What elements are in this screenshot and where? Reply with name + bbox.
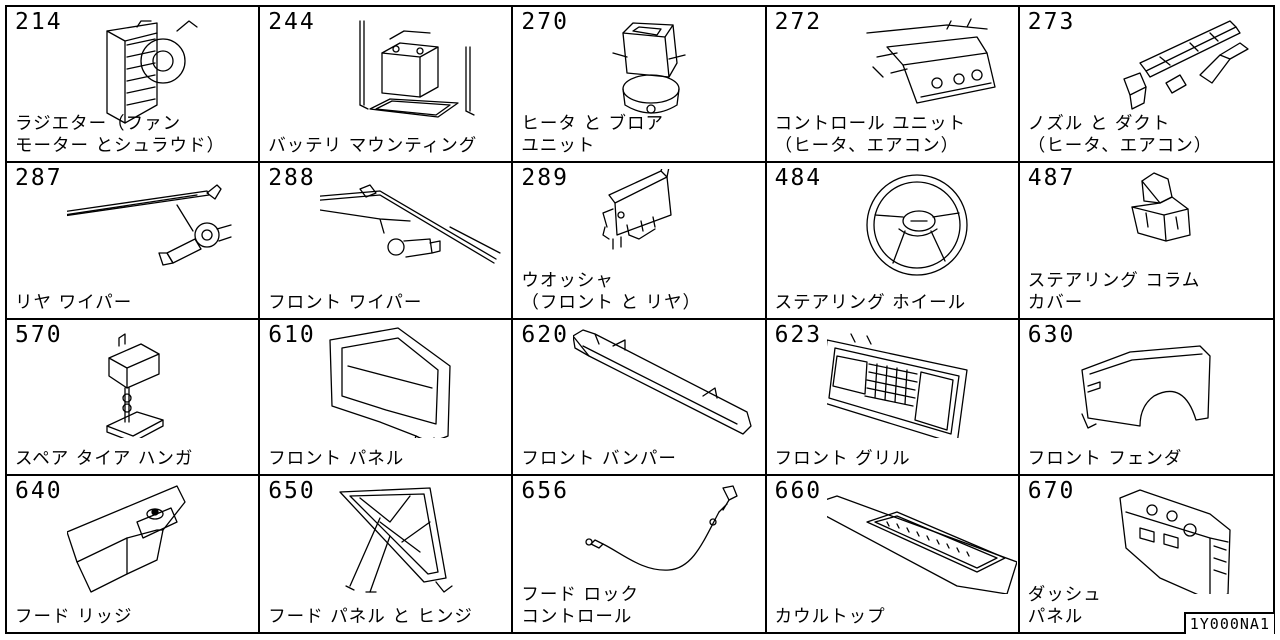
part-code: 610 [268, 321, 316, 348]
part-code: 620 [521, 321, 569, 348]
front-wiper-icon [320, 184, 501, 264]
battery-mount-icon [359, 20, 475, 118]
part-code: 244 [268, 9, 316, 35]
part-cell-623[interactable]: 623 フロント グリル [766, 319, 1020, 476]
cowl-top-icon [826, 495, 1017, 594]
part-label: コントロール ユニット （ヒータ、エアコン） [774, 114, 967, 157]
column-cover-icon [1131, 172, 1191, 242]
nozzle-duct-icon [1123, 20, 1249, 110]
front-panel-icon [329, 326, 451, 438]
part-label: フロント グリル [774, 448, 911, 469]
part-label: カウルトップ [774, 607, 886, 627]
part-cell-244[interactable]: 244 バッテリ マウンティング [260, 7, 514, 164]
part-label: フロント パネル [268, 448, 405, 469]
part-cell-287[interactable]: 287 リヤ ワイパー [7, 163, 261, 320]
part-label: ラジエター（ファン モーター とシュラウド） [15, 114, 226, 157]
part-label: スペア タイア ハンガ [15, 448, 194, 469]
part-label: フード パネル と ヒンジ [268, 607, 473, 627]
part-code: 288 [268, 165, 316, 192]
dash-panel-icon [1119, 489, 1231, 594]
part-code: 270 [521, 9, 569, 35]
hood-panel-hinge-icon [339, 487, 453, 593]
part-label: ステアリング コラム カバー [1027, 270, 1201, 313]
part-label: ウオッシャ （フロント と リヤ） [521, 270, 702, 313]
part-code: 660 [774, 477, 823, 504]
part-cell-487[interactable]: 487 ステアリング コラム カバー [1019, 163, 1273, 320]
front-fender-icon [1081, 344, 1211, 429]
part-label: フロント バンパー [521, 448, 677, 469]
part-code: 670 [1027, 477, 1076, 504]
radiator-icon [106, 20, 198, 124]
part-code: 484 [774, 165, 823, 192]
part-code: 287 [15, 165, 63, 192]
part-cell-570[interactable]: 570 スペア タイア ハンガ [7, 319, 261, 476]
part-cell-214[interactable]: 214 ラジエター（ファン モーター とシュラウド） [7, 7, 261, 164]
part-code: 487 [1027, 165, 1076, 192]
part-label: フード リッジ [15, 607, 133, 627]
part-cell-650[interactable]: 650 フード パネル と ヒンジ [260, 475, 514, 632]
part-code: 272 [774, 9, 823, 35]
part-code: 640 [15, 477, 63, 504]
part-label: ダッシュ パネル [1027, 585, 1102, 627]
part-code: 570 [15, 321, 63, 348]
part-code: 650 [268, 477, 316, 504]
part-cell-656[interactable]: 656 フード ロック コントロール [513, 475, 767, 632]
part-cell-640[interactable]: 640 フード リッジ [7, 475, 261, 632]
part-cell-270[interactable]: 270 ヒータ と ブロア ユニット [513, 7, 767, 164]
part-cell-630[interactable]: 630 フロント フェンダ [1019, 320, 1273, 476]
part-cell-620[interactable]: 620 フロント バンパー [513, 319, 767, 476]
part-cell-272[interactable]: 272 コントロール ユニット （ヒータ、エアコン） [766, 7, 1020, 164]
part-code: 630 [1027, 321, 1076, 348]
part-label: フロント フェンダ [1027, 448, 1183, 469]
part-code: 623 [774, 321, 823, 348]
control-unit-icon [865, 18, 996, 104]
heater-blower-icon [612, 22, 687, 114]
parts-index-grid: 214 ラジエター（ファン モーター とシュラウド） 244 バッテリ マウンテ… [5, 5, 1275, 634]
part-cell-670[interactable]: 670 ダッシュ パネル [1020, 476, 1273, 632]
part-label: バッテリ マウンティング [268, 136, 478, 157]
part-label: ヒータ と ブロア ユニット [521, 114, 665, 157]
part-cell-273[interactable]: 273 ノズル と ダクト （ヒータ、エアコン） [1019, 7, 1273, 164]
front-bumper-icon [573, 328, 753, 435]
part-code: 656 [521, 477, 569, 504]
part-code: 273 [1027, 9, 1076, 35]
spare-tire-hanger-icon [106, 332, 164, 438]
part-label: ステアリング ホイール [774, 292, 967, 313]
hood-lock-cable-icon [585, 485, 739, 571]
reference-code: 1Y000NA1 [1183, 612, 1274, 634]
part-cell-484[interactable]: 484 ステアリング ホイール [766, 163, 1020, 320]
rear-wiper-icon [67, 184, 232, 266]
steering-wheel-icon [865, 174, 968, 276]
part-cell-288[interactable]: 288 フロント ワイパー [260, 163, 514, 320]
part-cell-660[interactable]: 660 カウルトップ [767, 475, 1020, 632]
washer-icon [602, 169, 673, 250]
part-cell-289[interactable]: 289 ウオッシャ （フロント と リヤ） [513, 163, 767, 320]
part-cell-610[interactable]: 610 フロント パネル [260, 319, 514, 476]
part-label: フロント ワイパー [268, 292, 423, 313]
hood-ledge-icon [67, 485, 186, 593]
part-code: 214 [15, 9, 63, 35]
part-code: 289 [521, 165, 569, 192]
front-grille-icon [826, 332, 968, 438]
part-label: リヤ ワイパー [15, 292, 133, 313]
part-label: フード ロック コントロール [521, 585, 639, 627]
part-label: ノズル と ダクト （ヒータ、エアコン） [1027, 114, 1213, 157]
